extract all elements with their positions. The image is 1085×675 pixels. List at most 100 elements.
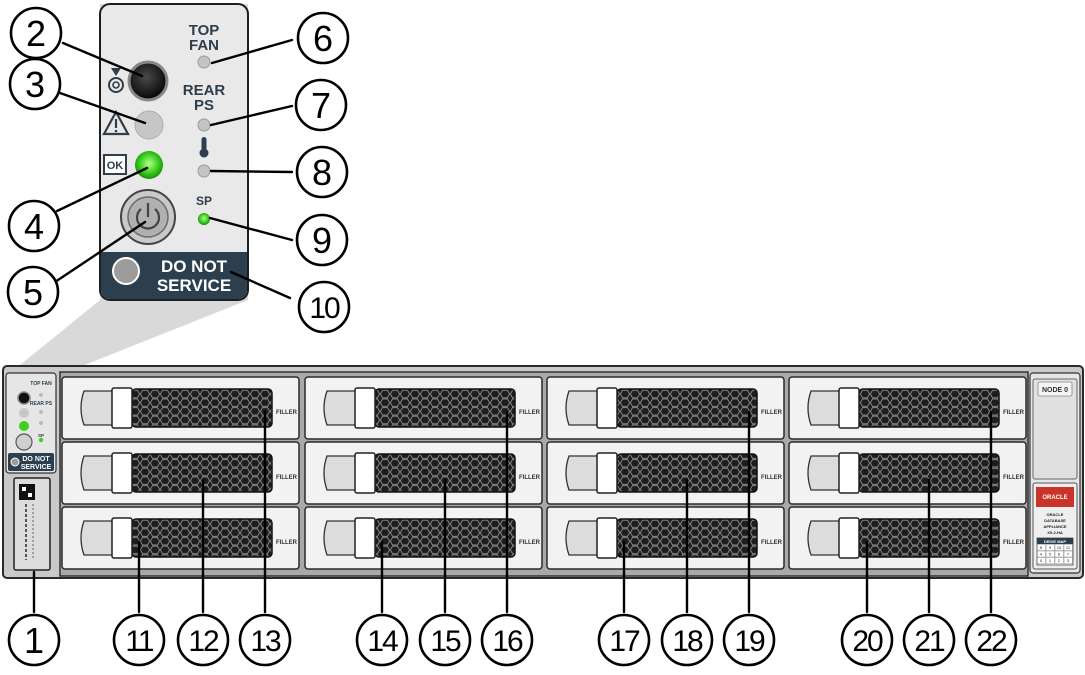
callout-12: 12 <box>176 613 230 667</box>
top-fan-led <box>197 55 211 69</box>
locate-icon <box>108 68 124 93</box>
svg-text:18: 18 <box>672 625 703 658</box>
power-button[interactable] <box>120 189 176 245</box>
drive-map-cell: 6 <box>1058 552 1061 557</box>
drive-latch-handle[interactable] <box>807 452 860 494</box>
callout-17: 17 <box>597 613 651 667</box>
filler-label: FILLER <box>519 475 541 481</box>
filler-label: FILLER <box>1003 410 1025 416</box>
top-fan-label-line1: TOP <box>189 22 220 39</box>
callout-9: 9 <box>295 213 349 267</box>
mini-rear-ps-label: REAR PS <box>30 401 53 407</box>
filler-label: FILLER <box>276 540 298 546</box>
drive-latch-handle[interactable] <box>80 387 133 429</box>
drive-map-label: DRIVE MAP <box>1044 539 1067 544</box>
drive-bay-filler[interactable]: FILLER <box>61 441 300 505</box>
svg-text:20: 20 <box>852 625 883 658</box>
mini-top-fan-label: TOP FAN <box>30 381 52 387</box>
power-ok-led <box>135 151 163 179</box>
callout-20: 20 <box>840 613 894 667</box>
drive-latch-handle[interactable] <box>80 517 133 559</box>
drive-latch-handle[interactable] <box>807 387 860 429</box>
mini-locate-button <box>17 391 31 405</box>
serial-barcode-icon <box>19 484 35 500</box>
filler-label: FILLER <box>761 475 783 481</box>
callout-8: 8 <box>295 145 349 199</box>
drive-bay-filler[interactable]: FILLER <box>304 376 543 440</box>
svg-text:8: 8 <box>312 152 332 193</box>
product-label-1: ORACLE <box>1047 512 1064 517</box>
drive-map-cell: 11 <box>1066 545 1071 550</box>
drive-map-cell: 2 <box>1058 558 1061 563</box>
top-fan-label-line2: FAN <box>189 37 219 54</box>
svg-text:11: 11 <box>125 625 153 658</box>
drive-latch-handle[interactable] <box>565 517 618 559</box>
product-label-2: DATABASE <box>1044 518 1066 523</box>
callout-2: 2 <box>9 6 63 60</box>
drive-bay-filler[interactable]: FILLER <box>61 506 300 570</box>
drive-map-cell: 1 <box>1049 558 1052 563</box>
drive-map-cell: 10 <box>1057 545 1062 550</box>
callout-13: 13 <box>238 613 292 667</box>
drive-bay-filler[interactable]: FILLER <box>304 441 543 505</box>
drive-bay-filler[interactable]: FILLER <box>546 376 785 440</box>
drive-latch-handle[interactable] <box>323 387 376 429</box>
drive-latch-handle[interactable] <box>565 452 618 494</box>
drive-bay-filler[interactable]: FILLER <box>788 376 1027 440</box>
drive-bay-filler[interactable]: FILLER <box>61 376 300 440</box>
callout-19: 19 <box>722 613 776 667</box>
drive-map-cell: 5 <box>1049 552 1052 557</box>
callout-4: 4 <box>7 199 61 253</box>
sp-ok-led <box>198 213 210 225</box>
drive-latch-handle[interactable] <box>565 387 618 429</box>
callout-18: 18 <box>660 613 714 667</box>
svg-text:2: 2 <box>26 13 46 54</box>
leader-lines <box>32 38 993 614</box>
callout-11: 11 <box>112 613 166 667</box>
filler-label: FILLER <box>761 540 783 546</box>
do-not-label: DO NOT <box>161 257 228 276</box>
oracle-logo-badge <box>1036 487 1074 507</box>
svg-text:3: 3 <box>25 64 45 105</box>
thermometer-icon <box>199 137 209 158</box>
drive-bay-filler[interactable]: FILLER <box>788 506 1027 570</box>
drive-map-cell: 9 <box>1049 545 1052 550</box>
drive-latch-handle[interactable] <box>80 452 133 494</box>
rear-ps-label-line2: PS <box>194 97 214 114</box>
drive-bay-filler[interactable]: FILLER <box>546 441 785 505</box>
brand-label: ORACLE <box>1042 495 1067 501</box>
svg-text:22: 22 <box>976 625 1007 658</box>
service-required-led <box>134 110 164 140</box>
svg-text:19: 19 <box>734 625 765 658</box>
callout-22: 22 <box>964 613 1018 667</box>
drive-map-cell: 0 <box>1040 558 1043 563</box>
callout-14: 14 <box>355 613 409 667</box>
filler-label: FILLER <box>519 540 541 546</box>
svg-text:7: 7 <box>311 85 331 126</box>
left-ear: TOP FAN REAR PS SP DO NOT SERVICE <box>5 372 57 571</box>
drive-map-cell: 4 <box>1040 552 1043 557</box>
mini-power-button <box>15 433 33 451</box>
mini-service-label: SERVICE <box>21 464 52 471</box>
drive-map-cell: 8 <box>1040 545 1043 550</box>
filler-label: FILLER <box>761 410 783 416</box>
svg-text:17: 17 <box>609 625 640 658</box>
mini-do-not-label: DO NOT <box>22 456 50 463</box>
drive-latch-handle[interactable] <box>323 517 376 559</box>
svg-text:12: 12 <box>188 625 219 658</box>
ok-label: OK <box>107 160 124 172</box>
svg-text:10: 10 <box>309 292 340 325</box>
drive-latch-handle[interactable] <box>323 452 376 494</box>
drive-bay-filler[interactable]: FILLER <box>788 441 1027 505</box>
sp-label: SP <box>196 194 212 208</box>
serial-pull-tab[interactable] <box>13 477 51 571</box>
callout-5: 5 <box>6 265 60 319</box>
drive-latch-handle[interactable] <box>807 517 860 559</box>
svg-text:16: 16 <box>492 625 523 658</box>
ok-icon: OK <box>103 154 127 175</box>
drive-bay-filler[interactable]: FILLER <box>546 506 785 570</box>
callout-21: 21 <box>902 613 956 667</box>
locate-button[interactable] <box>127 60 169 102</box>
